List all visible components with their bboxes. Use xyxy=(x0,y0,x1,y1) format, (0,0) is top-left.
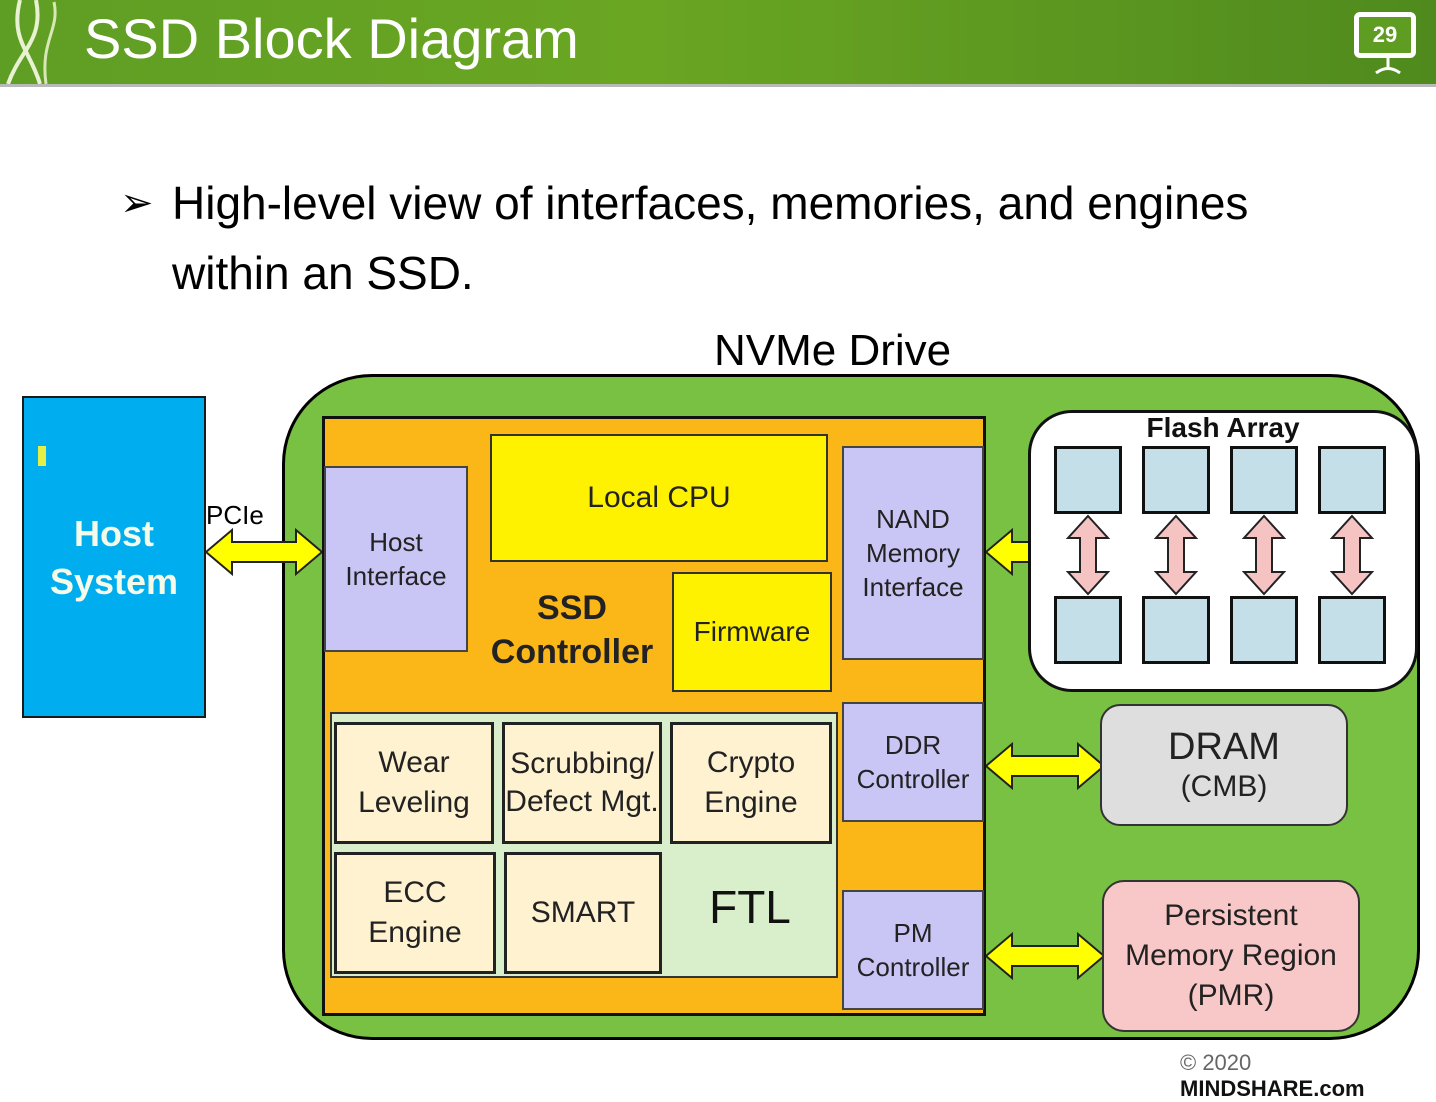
slide-header xyxy=(0,0,1436,87)
ftl-label: FTL xyxy=(709,881,791,933)
local-cpu-label: Local CPU xyxy=(587,481,731,514)
ecc-engine-label: ECC Engine xyxy=(368,876,462,949)
scrubbing-label: Scrubbing/ Defect Mgt. xyxy=(505,747,659,818)
channel-arrow xyxy=(1065,514,1111,596)
pmr-block: Persistent Memory Region (PMR) xyxy=(1102,880,1360,1032)
crypto-engine-block: Crypto Engine xyxy=(670,722,832,844)
ddr-controller-block: DDR Controller xyxy=(842,702,984,822)
slide-number: 29 xyxy=(1372,22,1398,47)
flash-chip xyxy=(1318,446,1386,514)
bullet-marker: ➢ xyxy=(120,181,154,225)
page-title: SSD Block Diagram xyxy=(84,7,579,70)
footer-copyright: © 2020 MINDSHARE.com xyxy=(1180,1050,1436,1102)
flash-chip xyxy=(1230,446,1298,514)
dram-block: DRAM (CMB) xyxy=(1100,704,1348,826)
copyright-year: © 2020 xyxy=(1180,1050,1252,1075)
nand-interface-label: NAND Memory Interface xyxy=(862,504,964,602)
ecc-engine-block: ECC Engine xyxy=(334,852,496,974)
dram-title: DRAM xyxy=(1168,726,1280,768)
dram-subtitle: (CMB) xyxy=(1180,770,1268,803)
flash-chip xyxy=(1318,596,1386,664)
drive-label: NVMe Drive xyxy=(714,326,952,375)
scrubbing-block: Scrubbing/ Defect Mgt. xyxy=(502,722,662,844)
firmware-label: Firmware xyxy=(693,616,811,647)
flash-chip xyxy=(1054,596,1122,664)
bullet-text: High-level view of interfaces, memories,… xyxy=(172,177,1249,299)
pmr-label: Persistent Memory Region (PMR) xyxy=(1125,899,1337,1012)
firmware-block: Firmware xyxy=(672,572,832,692)
ssd-controller-label: SSD Controller xyxy=(490,589,654,671)
pcie-label: PCIe xyxy=(206,500,264,530)
wear-leveling-label: Wear Leveling xyxy=(358,746,470,819)
flash-chip xyxy=(1142,446,1210,514)
nand-interface-block: NAND Memory Interface xyxy=(842,446,984,660)
host-system-label: Host System xyxy=(49,513,179,602)
smart-label: SMART xyxy=(530,896,636,929)
monitor-stand-icon xyxy=(1375,58,1401,74)
ddr-controller-label: DDR Controller xyxy=(856,730,970,794)
host-interface-label: Host Interface xyxy=(345,527,447,591)
bullet-point: ➢ High-level view of interfaces, memories… xyxy=(120,168,1340,308)
host-system-block xyxy=(22,396,206,718)
smart-block: SMART xyxy=(504,852,662,974)
wear-leveling-block: Wear Leveling xyxy=(334,722,494,844)
pm-controller-label: PM Controller xyxy=(856,918,970,982)
flash-chip xyxy=(1142,596,1210,664)
channel-arrow xyxy=(1241,514,1287,596)
crypto-engine-label: Crypto Engine xyxy=(704,746,798,819)
host-indicator xyxy=(38,446,46,466)
pm-controller-block: PM Controller xyxy=(842,890,984,1010)
local-cpu-block: Local CPU xyxy=(490,434,828,562)
flash-chip xyxy=(1230,596,1298,664)
slide-number-badge: 29 xyxy=(1354,12,1416,58)
channel-arrow xyxy=(1153,514,1199,596)
flash-chip xyxy=(1054,446,1122,514)
flash-array-label: Flash Array xyxy=(1146,412,1300,443)
logo-icon xyxy=(6,0,57,84)
channel-arrow xyxy=(1329,514,1375,596)
host-interface-block: Host Interface xyxy=(324,466,468,652)
